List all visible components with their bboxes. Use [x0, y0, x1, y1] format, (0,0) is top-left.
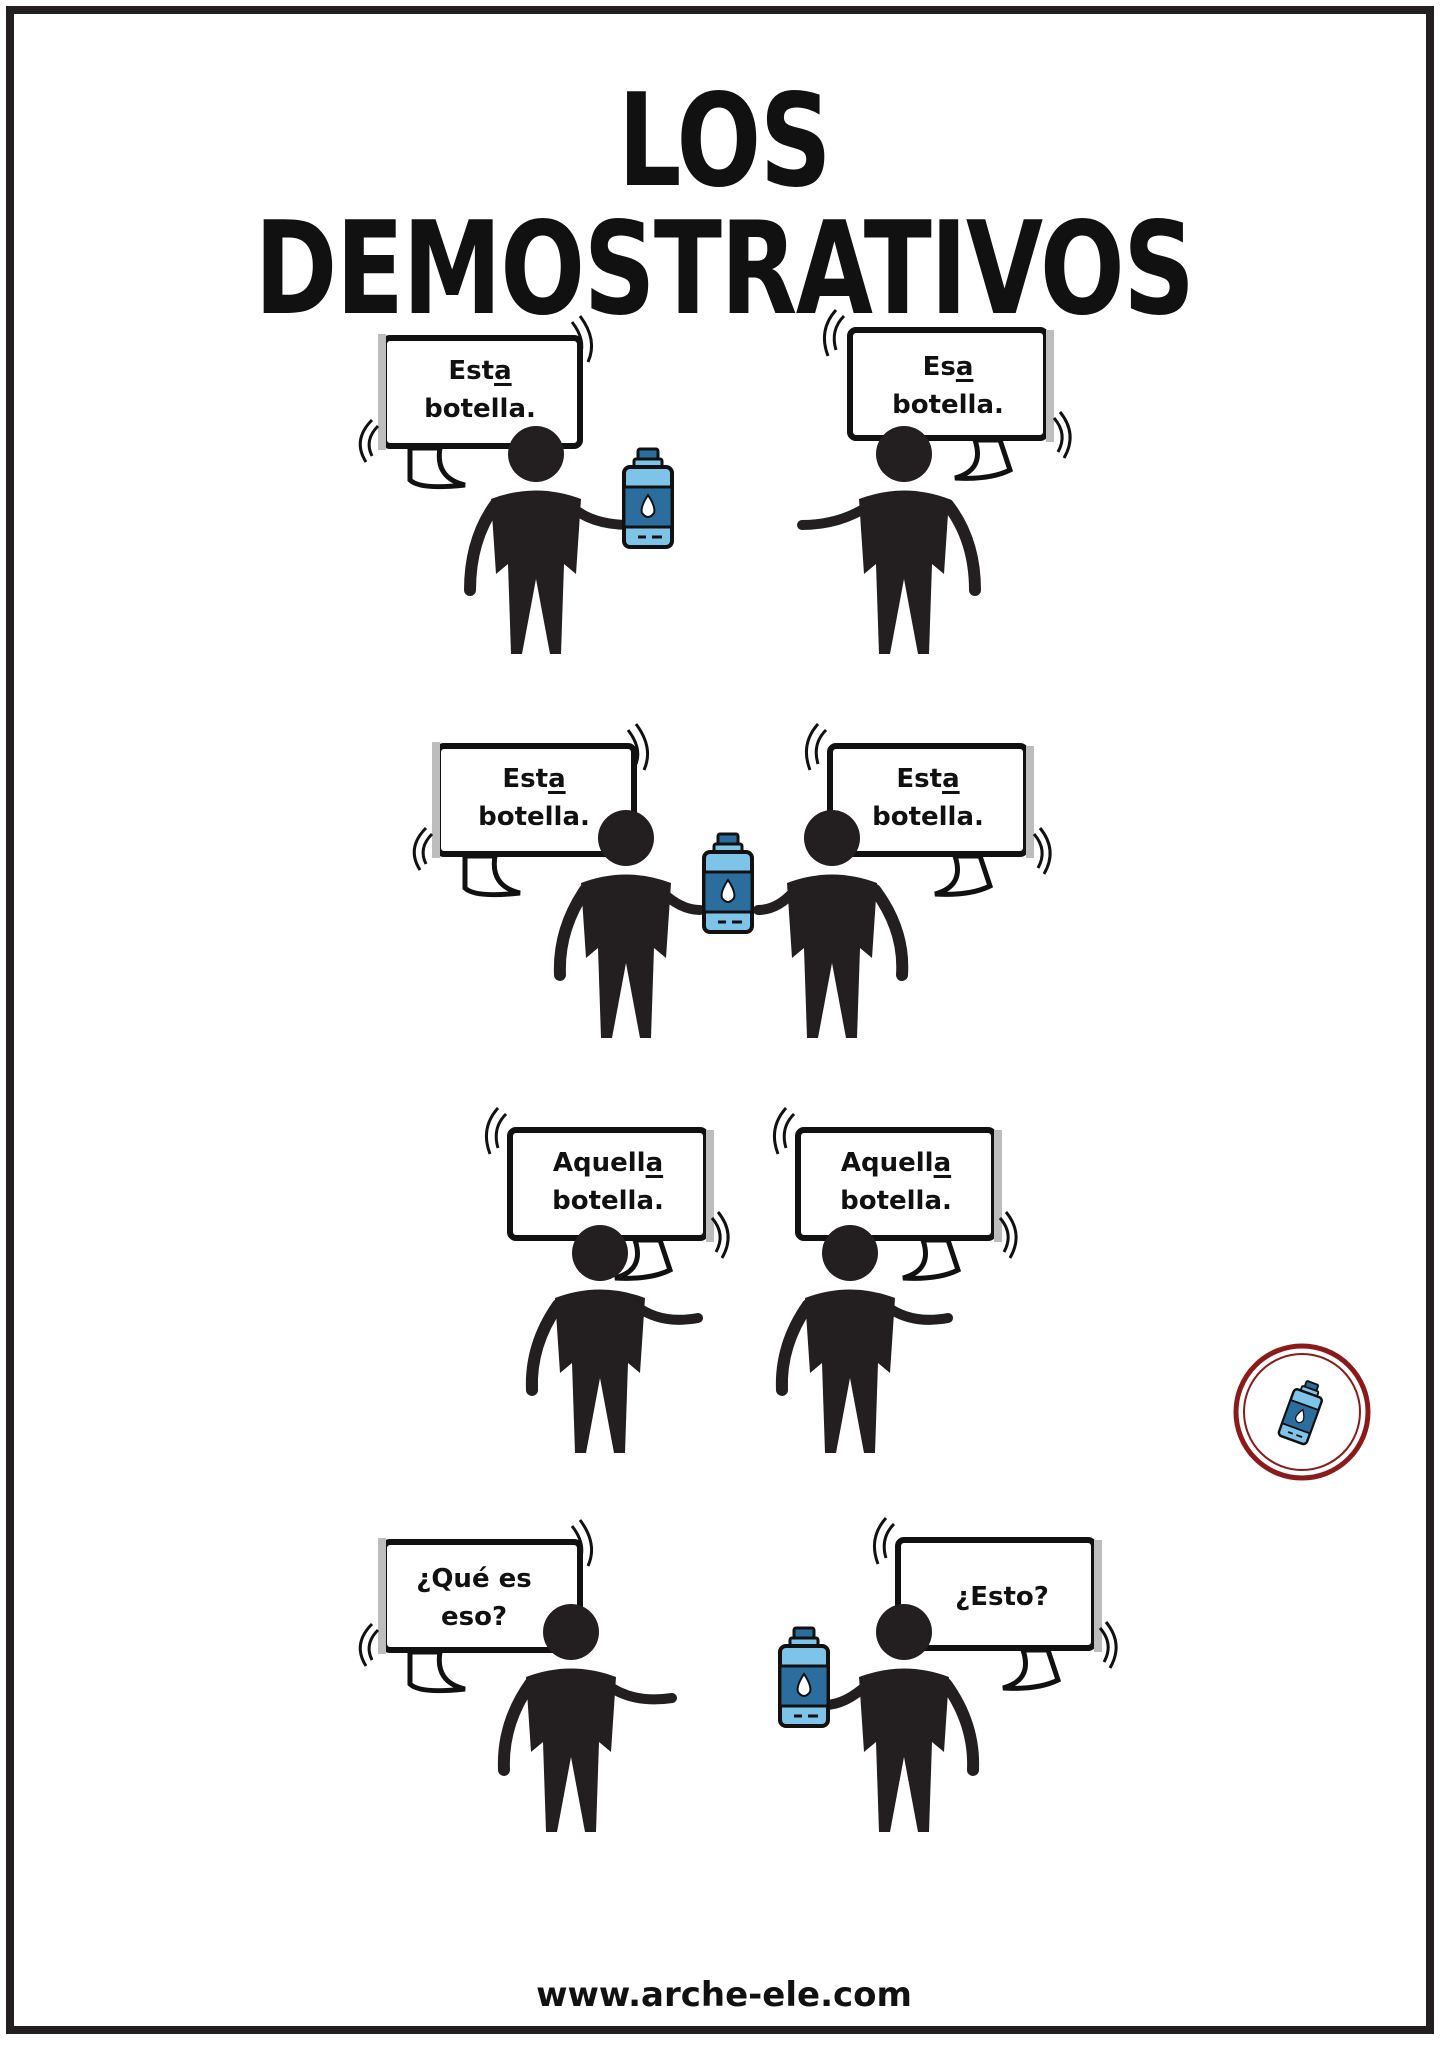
bubble-text-scene4-left: ¿Qué es eso?	[416, 1564, 532, 1632]
water-bottle-icon	[622, 447, 674, 549]
scene-4	[358, 1516, 1118, 1832]
person-figure-icon	[555, 1225, 645, 1453]
footer-website: www.arche-ele.com	[536, 1975, 912, 2015]
scene-3	[484, 1106, 1018, 1453]
person-figure-icon	[859, 426, 949, 654]
person-figure-icon	[805, 1225, 895, 1453]
water-bottle-icon	[778, 1626, 830, 1728]
speech-bubble-icon	[358, 315, 594, 490]
scene-2	[412, 722, 1052, 1038]
bubble-text-scene2-right: Esta botella.	[872, 764, 984, 832]
badge-bottle-icon	[1233, 1343, 1371, 1481]
scene-1	[358, 308, 1072, 654]
poster-border	[6, 6, 1434, 2034]
bubble-text-scene4-right: ¿Esto?	[955, 1582, 1049, 1612]
speech-bubble-icon	[412, 723, 650, 898]
speech-bubble-icon	[822, 308, 1072, 481]
speech-bubble-icon	[804, 722, 1052, 897]
bubble-text-scene2-left: Esta botella.	[478, 764, 590, 832]
bubble-text-scene1-right: Esa botella.	[892, 352, 1004, 420]
speech-bubble-icon	[358, 1519, 594, 1694]
bubble-text-scene3-left: Aquella botella.	[552, 1148, 664, 1216]
water-bottle-icon	[702, 832, 754, 934]
bubble-text-scene1-left: Esta botella.	[424, 356, 536, 424]
page-title: LOS DEMOSTRATIVOS	[254, 67, 1196, 344]
speech-bubble-icon	[772, 1106, 1018, 1281]
person-figure-icon	[491, 426, 581, 654]
bubble-text-scene3-right: Aquella botella.	[840, 1148, 952, 1216]
speech-bubble-icon	[872, 1516, 1118, 1691]
